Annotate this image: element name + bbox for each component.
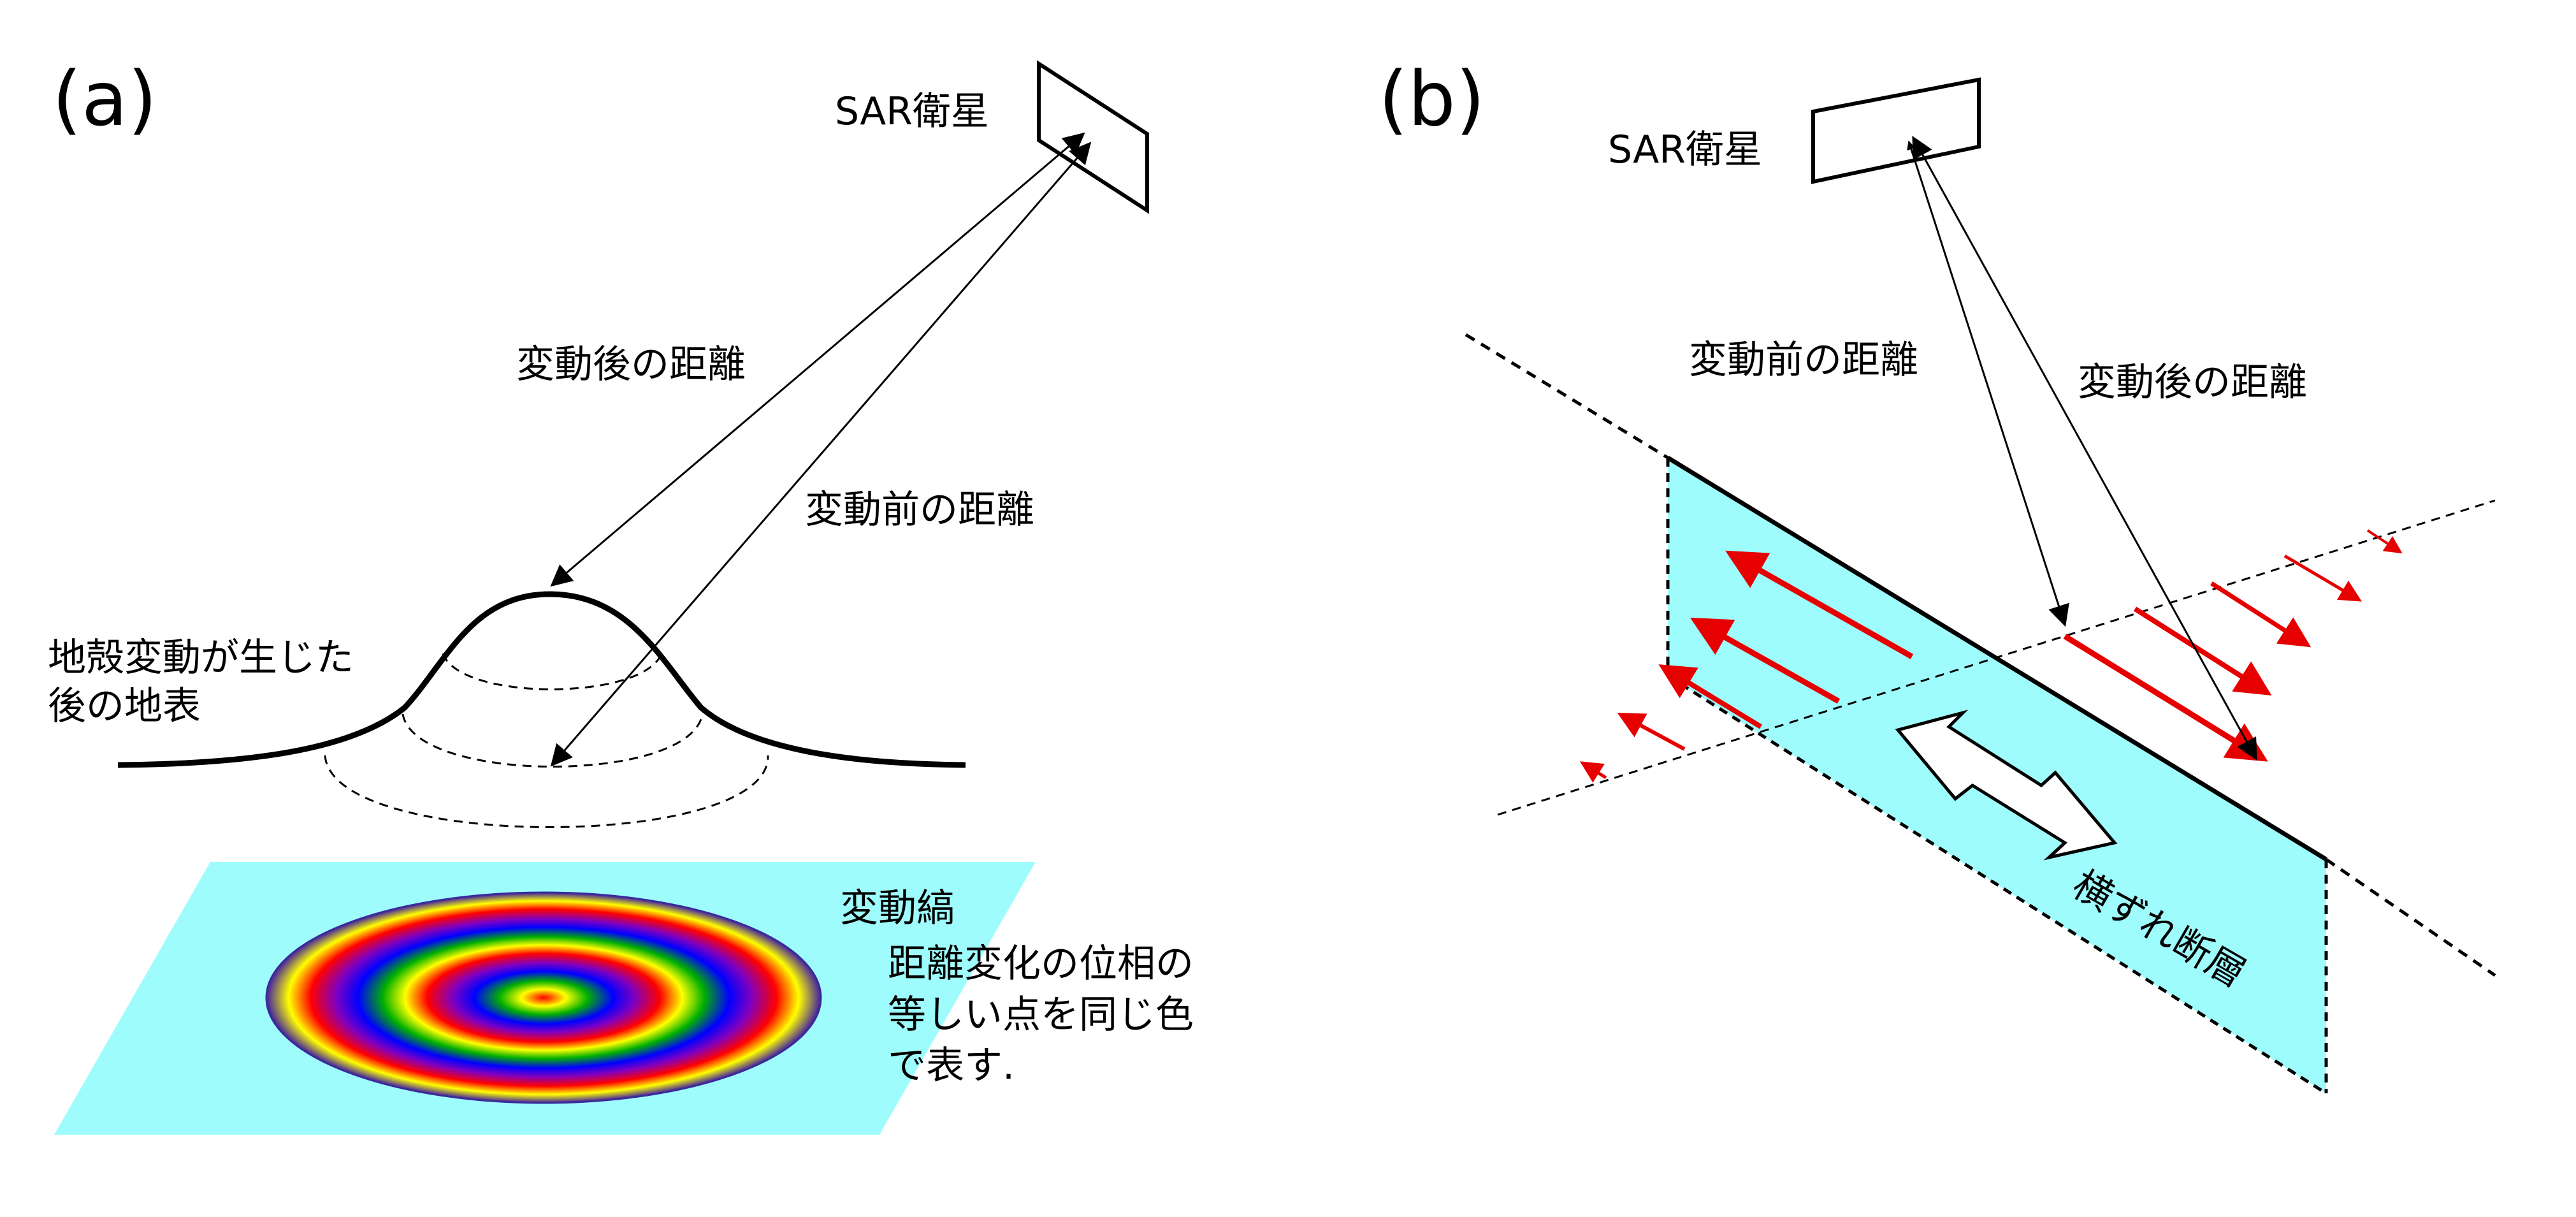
surface-label-line1: 地殻変動が生じた xyxy=(48,636,354,680)
distance-before-label: 変動前の距離 xyxy=(805,488,1034,532)
panel-a: (a) SAR衛星 変動後の距離 変動前の距離 地殻変動が生じた 後の地表 変動… xyxy=(48,55,1194,1135)
distance-after-ray-b xyxy=(1912,136,2257,761)
deformed-surface-line xyxy=(117,591,966,768)
distance-after-label-b: 変動後の距離 xyxy=(2078,360,2307,405)
slip-arrow-left-5 xyxy=(1580,761,1607,783)
contour-middle xyxy=(402,713,704,768)
satellite-b-icon xyxy=(1811,77,1981,184)
slip-arrow-right-3 xyxy=(2210,581,2312,648)
fault-trace-extension-left xyxy=(1465,333,1669,460)
slip-arrow-left-1 xyxy=(1725,550,1914,659)
satellite-a-label: SAR衛星 xyxy=(835,89,989,134)
satellite-a-icon xyxy=(1037,60,1149,214)
distance-before-ray xyxy=(550,142,1092,767)
fringe-desc-line2: 等しい点を同じ色 xyxy=(888,993,1194,1037)
contour-outer xyxy=(324,755,769,828)
interferogram-fringes xyxy=(265,891,822,1104)
panel-b-label: (b) xyxy=(1378,55,1485,143)
slip-arrow-right-2 xyxy=(2133,606,2272,696)
fault-edge-bottom xyxy=(1667,674,2327,1095)
slip-arrow-left-4 xyxy=(1617,713,1686,751)
distance-before-label-b: 変動前の距離 xyxy=(1689,338,1918,383)
slip-arrow-right-4 xyxy=(2283,554,2363,602)
panel-a-label: (a) xyxy=(52,55,157,143)
fault-trace-extension-right xyxy=(2325,857,2496,977)
panel-b: (b) SAR衛星 xyxy=(1378,55,2496,1095)
fringe-desc-line3: で表す. xyxy=(888,1044,1015,1088)
slip-arrow-left-2 xyxy=(1690,617,1841,704)
distance-after-label: 変動後の距離 xyxy=(516,342,746,387)
slip-arrow-left-3 xyxy=(1658,664,1763,729)
contour-inner xyxy=(442,653,663,690)
satellite-b-label: SAR衛星 xyxy=(1608,128,1762,172)
fringe-label: 変動縞 xyxy=(840,886,955,931)
fringe-desc-line1: 距離変化の位相の xyxy=(888,942,1194,986)
surface-label-line2: 後の地表 xyxy=(48,684,201,729)
distance-before-ray-b xyxy=(1907,140,2069,627)
slip-arrow-right-5 xyxy=(2366,529,2403,554)
